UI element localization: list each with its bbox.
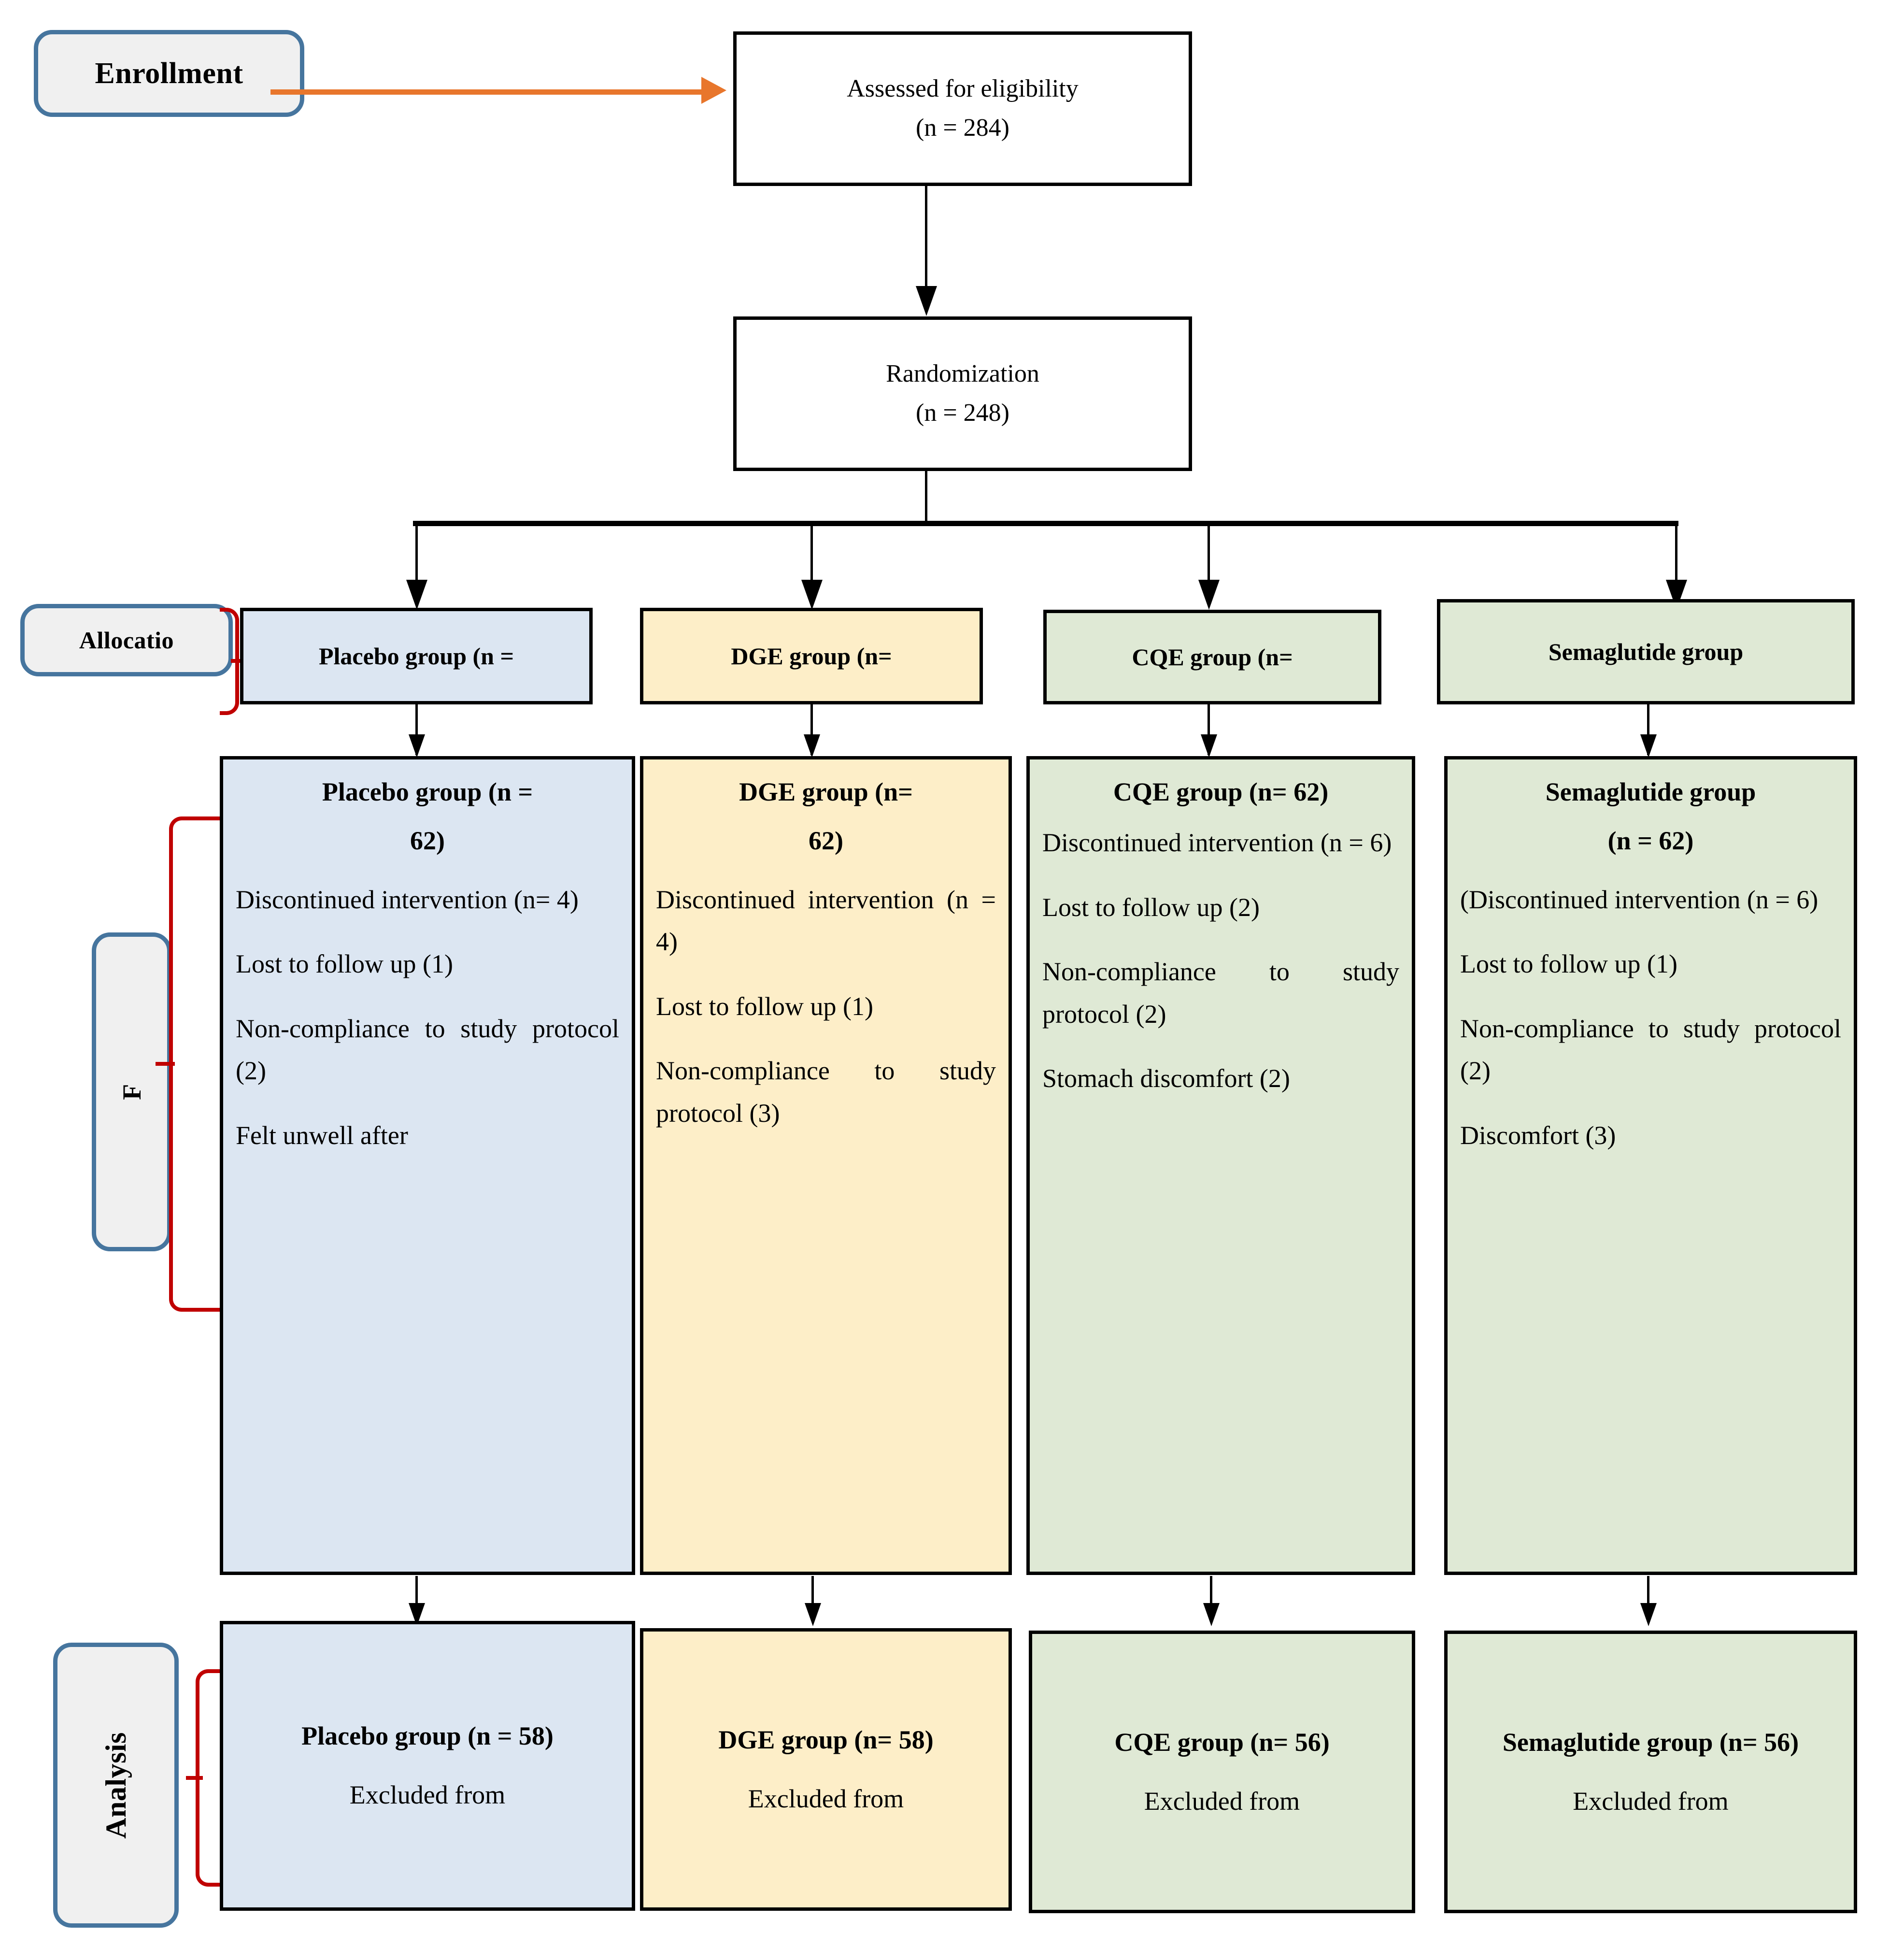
assessed-title: Assessed for eligibility: [847, 75, 1079, 103]
arrow-detail-to-analysis-3: [1203, 1603, 1220, 1626]
stage-label-followup-text: F: [117, 1084, 146, 1100]
detail-box-cqe-item-3: Stomach discomfort (2): [1042, 1064, 1290, 1093]
analysis-box-semaglutide-head: Semaglutide group (n= 56): [1502, 1727, 1799, 1757]
stage-label-analysis: Analysis: [53, 1643, 179, 1928]
analysis-box-cqe-head: CQE group (n= 56): [1114, 1727, 1330, 1757]
detail-box-placebo-item-1: Lost to follow up (1): [236, 949, 453, 979]
analysis-box-dge-head: DGE group (n= 58): [718, 1725, 934, 1754]
connector-detail-to-analysis-1: [415, 1576, 418, 1622]
arrow-assessed-to-randomization: [916, 286, 937, 316]
analysis-box-semaglutide: Semaglutide group (n= 56) Excluded from: [1444, 1631, 1857, 1913]
arrow-alloc-to-detail-4: [1640, 734, 1657, 758]
branch-arrow-3: [1198, 580, 1220, 610]
analysis-box-semaglutide-sub: Excluded from: [1573, 1786, 1729, 1816]
connector-randomization-stem: [925, 471, 927, 524]
detail-box-cqe-head-line1: CQE group (n= 62): [1113, 777, 1329, 806]
branch-drop-line-2: [810, 524, 813, 592]
analysis-box-placebo-head: Placebo group (n = 58): [301, 1721, 554, 1751]
connector-detail-to-analysis-3: [1210, 1576, 1212, 1622]
detail-box-dge-item-1: Lost to follow up (1): [656, 991, 873, 1021]
arrow-detail-to-analysis-2: [805, 1603, 821, 1626]
detail-box-dge: DGE group (n= 62) Discontinued intervent…: [640, 756, 1012, 1575]
enrollment-connector-line: [270, 89, 705, 95]
detail-box-semaglutide: Semaglutide group (n = 62) (Discontinued…: [1444, 756, 1857, 1575]
box-assessed-for-eligibility: Assessed for eligibility (n = 284): [733, 31, 1192, 186]
branch-arrow-1: [406, 580, 427, 610]
detail-box-semaglutide-item-2: Non-compliance to study protocol (2): [1460, 1014, 1841, 1086]
box-randomization: Randomization (n = 248): [733, 316, 1192, 471]
branch-drop-line-4: [1675, 524, 1677, 592]
enrollment-connector-arrowhead: [701, 77, 726, 104]
analysis-box-placebo: Placebo group (n = 58) Excluded from: [220, 1621, 635, 1911]
detail-box-semaglutide-item-1: Lost to follow up (1): [1460, 949, 1677, 979]
detail-box-cqe-item-2: Non-compliance to study protocol (2): [1042, 957, 1399, 1029]
stage-label-allocation-text: Allocatio: [79, 627, 174, 654]
detail-box-dge-head-line2: 62): [809, 826, 843, 856]
detail-box-dge-head-line1: DGE group (n=: [739, 777, 913, 806]
arrow-alloc-to-detail-3: [1201, 734, 1217, 758]
connector-alloc-to-detail-1: [415, 704, 418, 755]
bracket-allocation-nub: [231, 659, 246, 663]
randomization-title: Randomization: [886, 360, 1039, 388]
analysis-box-placebo-sub: Excluded from: [349, 1780, 506, 1809]
alloc-box-placebo: Placebo group (n =: [240, 608, 593, 704]
bracket-followup: [169, 816, 222, 1312]
assessed-count: (n = 284): [916, 114, 1009, 142]
branch-arrow-2: [801, 580, 823, 610]
connector-alloc-to-detail-4: [1647, 704, 1649, 755]
connector-alloc-to-detail-3: [1208, 704, 1210, 755]
alloc-box-dge-label: DGE group (n=: [731, 643, 892, 670]
alloc-box-placebo-label: Placebo group (n =: [319, 643, 514, 670]
connector-detail-to-analysis-2: [811, 1576, 814, 1622]
connector-assessed-to-randomization: [925, 186, 927, 300]
analysis-box-dge-sub: Excluded from: [748, 1784, 904, 1813]
detail-box-dge-item-2: Non-compliance to study protocol (3): [656, 1056, 996, 1128]
alloc-box-semaglutide-label: Semaglutide group: [1548, 638, 1744, 665]
detail-box-semaglutide-item-0: (Discontinued intervention (n = 6): [1460, 885, 1819, 914]
analysis-box-dge: DGE group (n= 58) Excluded from: [640, 1628, 1012, 1911]
bracket-analysis-nub: [186, 1776, 203, 1780]
detail-box-placebo-head-line2: 62): [410, 826, 445, 856]
detail-box-semaglutide-head-line1: Semaglutide group: [1545, 777, 1756, 806]
detail-box-cqe: CQE group (n= 62) Discontinued intervent…: [1026, 756, 1415, 1575]
detail-box-placebo-item-0: Discontinued intervention (n= 4): [236, 885, 579, 914]
detail-box-placebo: Placebo group (n = 62) Discontinued inte…: [220, 756, 635, 1575]
stage-label-analysis-text: Analysis: [99, 1732, 132, 1839]
detail-box-semaglutide-head-line2: (n = 62): [1607, 826, 1694, 856]
analysis-box-cqe-sub: Excluded from: [1144, 1786, 1300, 1816]
detail-box-placebo-item-3: Felt unwell after: [236, 1120, 408, 1150]
detail-box-cqe-item-1: Lost to follow up (2): [1042, 892, 1260, 922]
alloc-box-cqe: CQE group (n=: [1043, 610, 1381, 704]
stage-label-enrollment: Enrollment: [34, 30, 304, 117]
branch-bus-horizontal: [413, 521, 1678, 526]
arrow-alloc-to-detail-2: [804, 734, 820, 758]
stage-label-enrollment-text: Enrollment: [95, 57, 243, 90]
connector-detail-to-analysis-4: [1647, 1576, 1649, 1622]
connector-alloc-to-detail-2: [810, 704, 813, 755]
detail-box-dge-item-0: Discontinued intervention (n = 4): [656, 885, 996, 957]
analysis-box-cqe: CQE group (n= 56) Excluded from: [1029, 1631, 1415, 1913]
alloc-box-semaglutide: Semaglutide group: [1437, 599, 1855, 704]
bracket-followup-nub: [156, 1062, 175, 1066]
alloc-box-dge: DGE group (n=: [640, 608, 983, 704]
detail-box-semaglutide-item-3: Discomfort (3): [1460, 1120, 1616, 1150]
detail-box-cqe-item-0: Discontinued intervention (n = 6): [1042, 828, 1392, 858]
randomization-count: (n = 248): [916, 399, 1009, 427]
arrow-alloc-to-detail-1: [409, 734, 425, 758]
alloc-box-cqe-label: CQE group (n=: [1132, 644, 1293, 671]
branch-drop-line-1: [415, 524, 418, 592]
arrow-detail-to-analysis-4: [1640, 1603, 1657, 1626]
branch-drop-line-3: [1208, 524, 1210, 592]
detail-box-placebo-head-line1: Placebo group (n =: [322, 777, 533, 806]
stage-label-allocation: Allocatio: [20, 604, 233, 676]
stage-label-followup: F: [92, 932, 171, 1251]
detail-box-placebo-item-2: Non-compliance to study protocol (2): [236, 1014, 619, 1086]
